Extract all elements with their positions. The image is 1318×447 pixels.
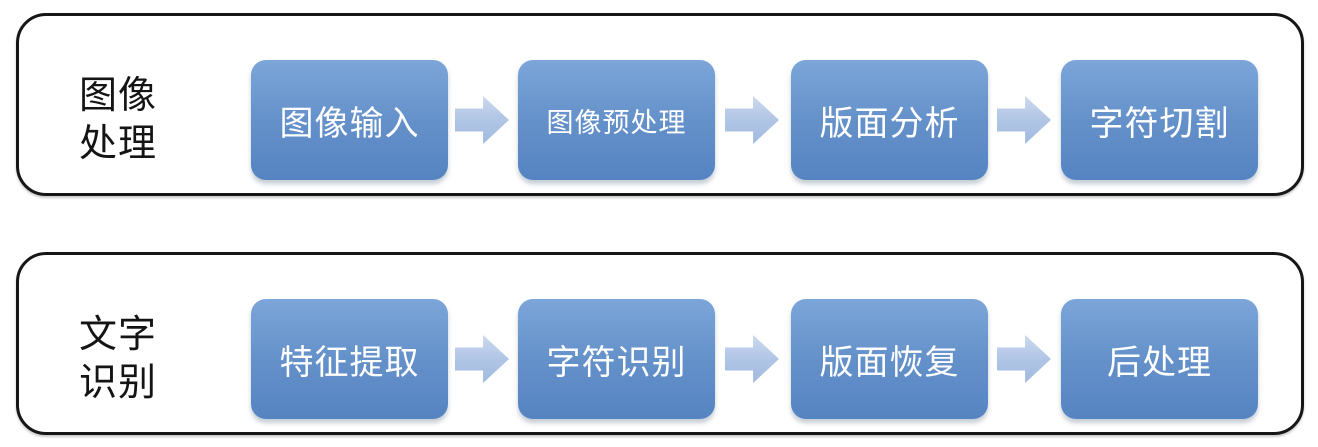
arrow-right-icon — [997, 335, 1051, 383]
row-label-line: 处理 — [79, 123, 158, 165]
flow-step-character-segmentation: 字符切割 — [1061, 60, 1258, 180]
row-label-line: 图像 — [79, 75, 158, 117]
flow-step-post-processing: 后处理 — [1061, 299, 1258, 419]
arrow-right-icon — [455, 96, 509, 144]
process-row-panel-text-recognition: 文字 识别 特征提取 字符识别 版面恢复 后处理 — [16, 252, 1304, 435]
flow-step-feature-extraction: 特征提取 — [251, 299, 448, 419]
flow-step-layout-restoration: 版面恢复 — [791, 299, 988, 419]
arrow-right-icon — [455, 335, 509, 383]
row-label-image-processing: 图像 处理 — [79, 72, 157, 168]
process-row-panel-image-processing: 图像 处理 图像输入 图像预处理 版面分析 字符切割 — [16, 13, 1304, 196]
flow-step-image-input: 图像输入 — [251, 60, 448, 180]
row-label-text-recognition: 文字 识别 — [79, 311, 157, 407]
flow-step-layout-analysis: 版面分析 — [791, 60, 988, 180]
flow-step-character-recognition: 字符识别 — [518, 299, 715, 419]
flow-step-image-preprocessing: 图像预处理 — [518, 60, 715, 180]
arrow-right-icon — [997, 96, 1051, 144]
row-label-line: 识别 — [79, 362, 158, 404]
arrow-right-icon — [725, 96, 779, 144]
arrow-right-icon — [725, 335, 779, 383]
row-label-line: 文字 — [79, 314, 158, 356]
